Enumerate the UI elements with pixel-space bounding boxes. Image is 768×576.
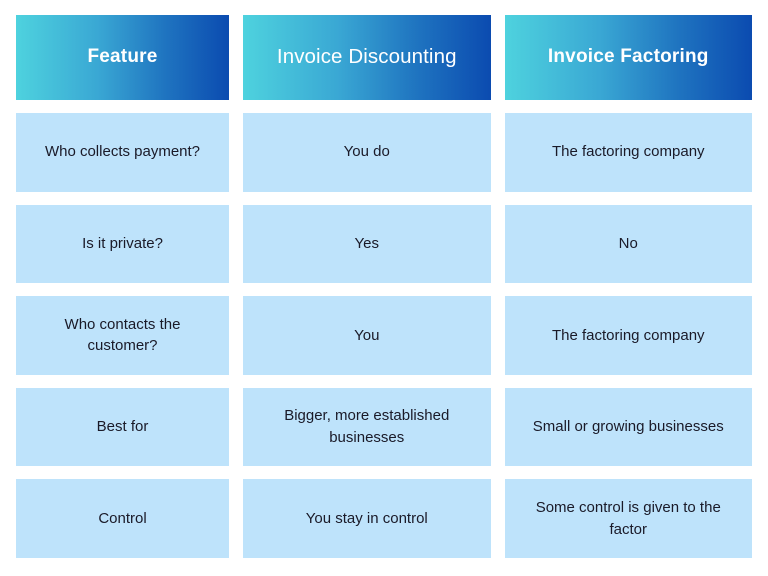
cell-text: Yes bbox=[354, 235, 379, 253]
column-header-invoice-discounting: Invoice Discounting bbox=[243, 15, 491, 100]
cell-text: The factoring company bbox=[551, 326, 705, 344]
cell-text: No bbox=[618, 235, 638, 253]
table-row-discounting-cell: You bbox=[243, 296, 491, 375]
comparison-table: Feature Invoice Discounting Invoice Fact… bbox=[16, 15, 752, 558]
table-row-feature-cell: Best for bbox=[16, 387, 229, 467]
column-header-feature: Feature bbox=[16, 15, 229, 100]
cell-text: Some control is given to the factor bbox=[535, 498, 721, 538]
column-header-invoice-discounting-label: Invoice Discounting bbox=[276, 45, 457, 69]
table-row-discounting-cell: Bigger, more established businesses bbox=[243, 387, 491, 467]
table-row-factoring-cell: The factoring company bbox=[504, 296, 752, 375]
table-row-feature-cell: Who collects payment? bbox=[16, 113, 229, 192]
column-header-invoice-factoring-label: Invoice Factoring bbox=[547, 46, 709, 68]
table-row-feature-cell: Who contacts the customer? bbox=[16, 296, 229, 375]
cell-text: Best for bbox=[96, 418, 149, 436]
column-header-feature-label: Feature bbox=[87, 46, 158, 68]
cell-text: The factoring company bbox=[551, 143, 705, 161]
table-row-feature-cell: Is it private? bbox=[16, 204, 229, 284]
table-row-factoring-cell: Small or growing businesses bbox=[504, 387, 752, 467]
table-row-discounting-cell: You stay in control bbox=[243, 479, 491, 558]
table-row-discounting-cell: You do bbox=[243, 113, 491, 192]
table-row-discounting-cell: Yes bbox=[243, 204, 491, 284]
column-header-invoice-factoring: Invoice Factoring bbox=[504, 15, 752, 100]
cell-text: Is it private? bbox=[82, 235, 163, 253]
cell-text: Small or growing businesses bbox=[532, 418, 724, 436]
table-row-feature-cell: Control bbox=[16, 479, 229, 558]
cell-text: You bbox=[354, 326, 380, 344]
cell-text: You stay in control bbox=[305, 509, 428, 527]
table-row-factoring-cell: No bbox=[504, 204, 752, 284]
cell-text: You do bbox=[343, 143, 390, 161]
cell-text: Control bbox=[98, 509, 147, 527]
cell-text: Who collects payment? bbox=[44, 143, 201, 161]
cell-text: Bigger, more established businesses bbox=[284, 407, 450, 447]
table-row-factoring-cell: Some control is given to the factor bbox=[504, 479, 752, 558]
table-row-factoring-cell: The factoring company bbox=[504, 113, 752, 192]
cell-text: Who contacts the customer? bbox=[64, 315, 181, 355]
